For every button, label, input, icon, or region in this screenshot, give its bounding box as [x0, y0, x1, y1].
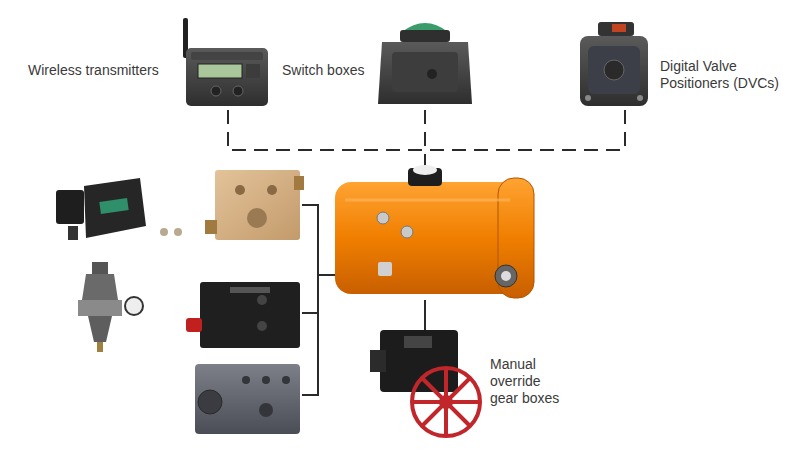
solenoid-valve — [56, 178, 182, 240]
switch-box — [378, 23, 472, 104]
wireless-transmitter — [183, 18, 268, 106]
pneumatic-actuator — [335, 165, 534, 298]
manifold-block — [205, 170, 304, 240]
filter-regulator — [78, 262, 143, 352]
product-label: Digital Valve Positioners (DVCs) — [660, 58, 792, 92]
valve-block — [195, 364, 300, 434]
product-label: Wireless transmitters — [28, 62, 178, 79]
digital-valve-positioner — [580, 22, 648, 106]
product-label: Switch boxes — [282, 62, 374, 79]
valve-block — [186, 282, 300, 348]
dashed-signal-line — [228, 110, 625, 176]
gear-box — [370, 330, 480, 436]
product-label: Manual override gear boxes — [490, 356, 572, 407]
